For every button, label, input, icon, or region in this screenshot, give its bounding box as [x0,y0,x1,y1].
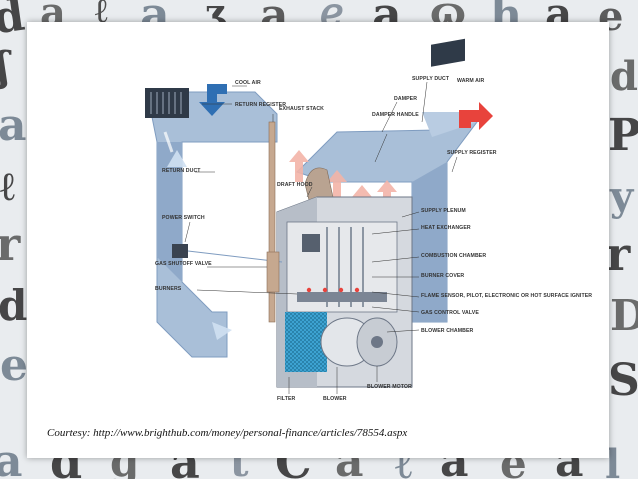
blower [320,317,398,367]
supply-register [431,38,465,67]
label-filter: FILTER [277,396,296,402]
power-switch [172,244,283,263]
label-blower-chamber: BLOWER CHAMBER [421,328,474,334]
label-cool-air: COOL AIR [235,80,261,86]
filter [285,312,327,372]
label-gas-control-valve: GAS CONTROL VALVE [421,310,479,316]
label-supply-register: SUPPLY REGISTER [447,150,497,156]
svg-text:r: r [606,227,631,281]
slide-card: COOL AIR RETURN REGISTER EXHAUST STACK S… [27,22,609,458]
svg-text:e: e [0,340,28,391]
label-supply-plenum: SUPPLY PLENUM [421,208,466,214]
label-blower: BLOWER [323,396,347,402]
label-warm-air: WARM AIR [457,78,485,84]
label-damper: DAMPER [394,96,417,102]
return-register [145,88,189,118]
svg-text:S: S [608,355,638,406]
label-heat-exchanger: HEAT EXCHANGER [421,225,471,231]
svg-text:y: y [609,173,635,220]
label-return-duct: RETURN DUCT [162,168,201,174]
label-damper-handle: DAMPER HANDLE [372,112,419,118]
svg-text:ʃ: ʃ [0,43,12,90]
return-duct [146,91,278,358]
furnace-diagram: COOL AIR RETURN REGISTER EXHAUST STACK S… [145,38,592,402]
caption-credit: Courtesy: http://www.brighthub.com/money… [47,427,408,439]
label-power-switch: POWER SWITCH [162,215,205,221]
svg-text:P: P [608,110,638,161]
svg-text:ℓ: ℓ [0,163,15,210]
cool-air-arrow [199,84,227,116]
label-exhaust-stack: EXHAUST STACK [279,106,324,112]
svg-text:a: a [0,436,23,479]
svg-text:d: d [0,0,28,44]
label-flame-sensor: FLAME SENSOR, PILOT, ELECTRONIC OR HOT S… [421,293,592,299]
svg-text:D: D [610,291,638,340]
label-return-register: RETURN REGISTER [235,102,286,108]
svg-text:a: a [0,100,27,151]
gas-shutoff-valve [266,251,280,293]
svg-text:d: d [610,53,638,100]
label-blower-motor: BLOWER MOTOR [367,384,412,390]
label-combustion-chamber: COMBUSTION CHAMBER [421,253,486,259]
warm-air-arrow [459,102,493,130]
svg-text:d: d [0,281,27,330]
label-burners: BURNERS [155,286,182,292]
label-gas-shutoff-valve: GAS SHUTOFF VALVE [155,261,212,267]
exhaust-stack [268,121,276,323]
label-supply-duct: SUPPLY DUCT [412,76,450,82]
svg-text:r: r [0,217,21,271]
label-draft-hood: DRAFT HOOD [277,182,313,188]
label-burner-cover: BURNER COVER [421,273,464,279]
draft-hood [304,167,334,201]
